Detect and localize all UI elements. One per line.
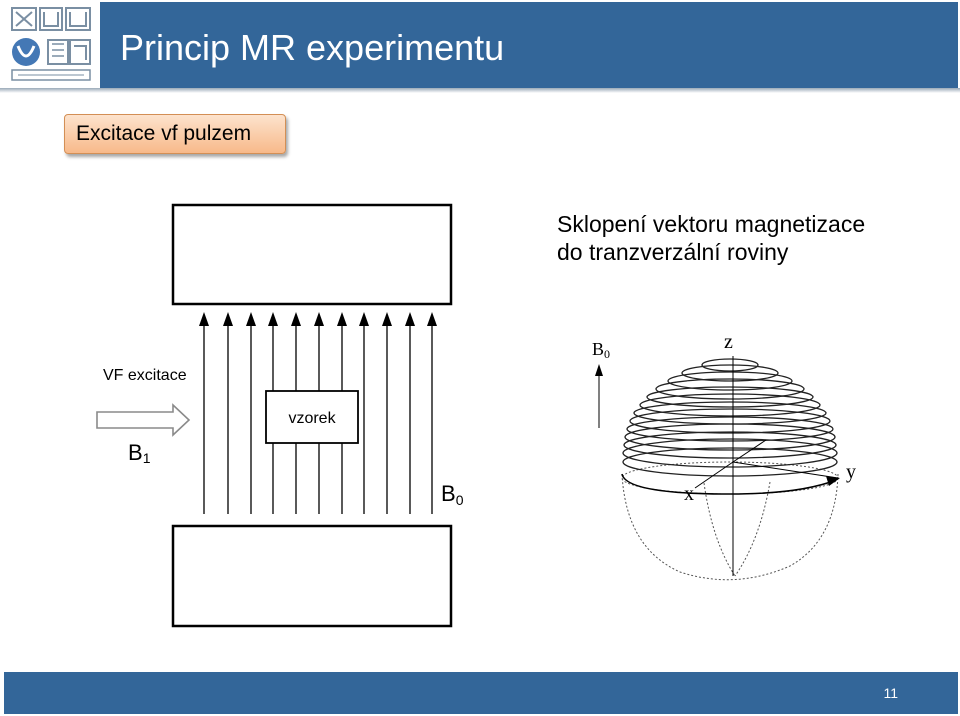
page-title: Princip MR experimentu bbox=[120, 27, 505, 68]
sample-label: vzorek bbox=[288, 410, 336, 427]
title-bar: Princip MR experimentu bbox=[100, 2, 958, 88]
magnet-pole-bottom bbox=[171, 524, 453, 628]
vf-excitation-arrow bbox=[96, 403, 191, 437]
b0-arrow-head bbox=[595, 364, 603, 376]
vf-excitation-label: VF excitace bbox=[103, 367, 187, 384]
precession-spiral bbox=[622, 358, 838, 477]
caption-line-2: do tranzverzální roviny bbox=[557, 239, 789, 265]
caption: Sklopení vektoru magnetizace do tranzver… bbox=[557, 210, 865, 266]
subtitle-box: Excitace vf pulzem bbox=[64, 114, 286, 154]
x-axis bbox=[694, 461, 734, 489]
y-axis bbox=[732, 461, 839, 479]
z-label: z bbox=[724, 331, 733, 353]
y-label: y bbox=[846, 461, 856, 483]
page-number: 11 bbox=[883, 685, 898, 701]
sphere-lower-outline bbox=[621, 473, 839, 581]
sphere-b0-label: B0 bbox=[592, 339, 610, 361]
university-logo bbox=[4, 2, 100, 88]
b0-field-label: B0 bbox=[441, 481, 464, 508]
title-shadow bbox=[0, 88, 960, 93]
slide-header: Princip MR experimentu bbox=[0, 0, 960, 90]
footer-bar: 11 bbox=[4, 672, 958, 714]
x-label: x bbox=[684, 483, 694, 505]
equator-arrow-head bbox=[826, 476, 840, 486]
subtitle-text: Excitace vf pulzem bbox=[76, 122, 252, 145]
magnetization-vector bbox=[732, 439, 767, 463]
precession-sphere: B0 z x bbox=[592, 331, 856, 581]
sample-box bbox=[265, 390, 359, 444]
university-logo-icon bbox=[11, 7, 91, 81]
b1-label: B1 bbox=[128, 440, 151, 466]
magnet-pole-top bbox=[171, 203, 453, 306]
caption-line-1: Sklopení vektoru magnetizace bbox=[557, 211, 866, 237]
equator-ring bbox=[621, 473, 837, 495]
